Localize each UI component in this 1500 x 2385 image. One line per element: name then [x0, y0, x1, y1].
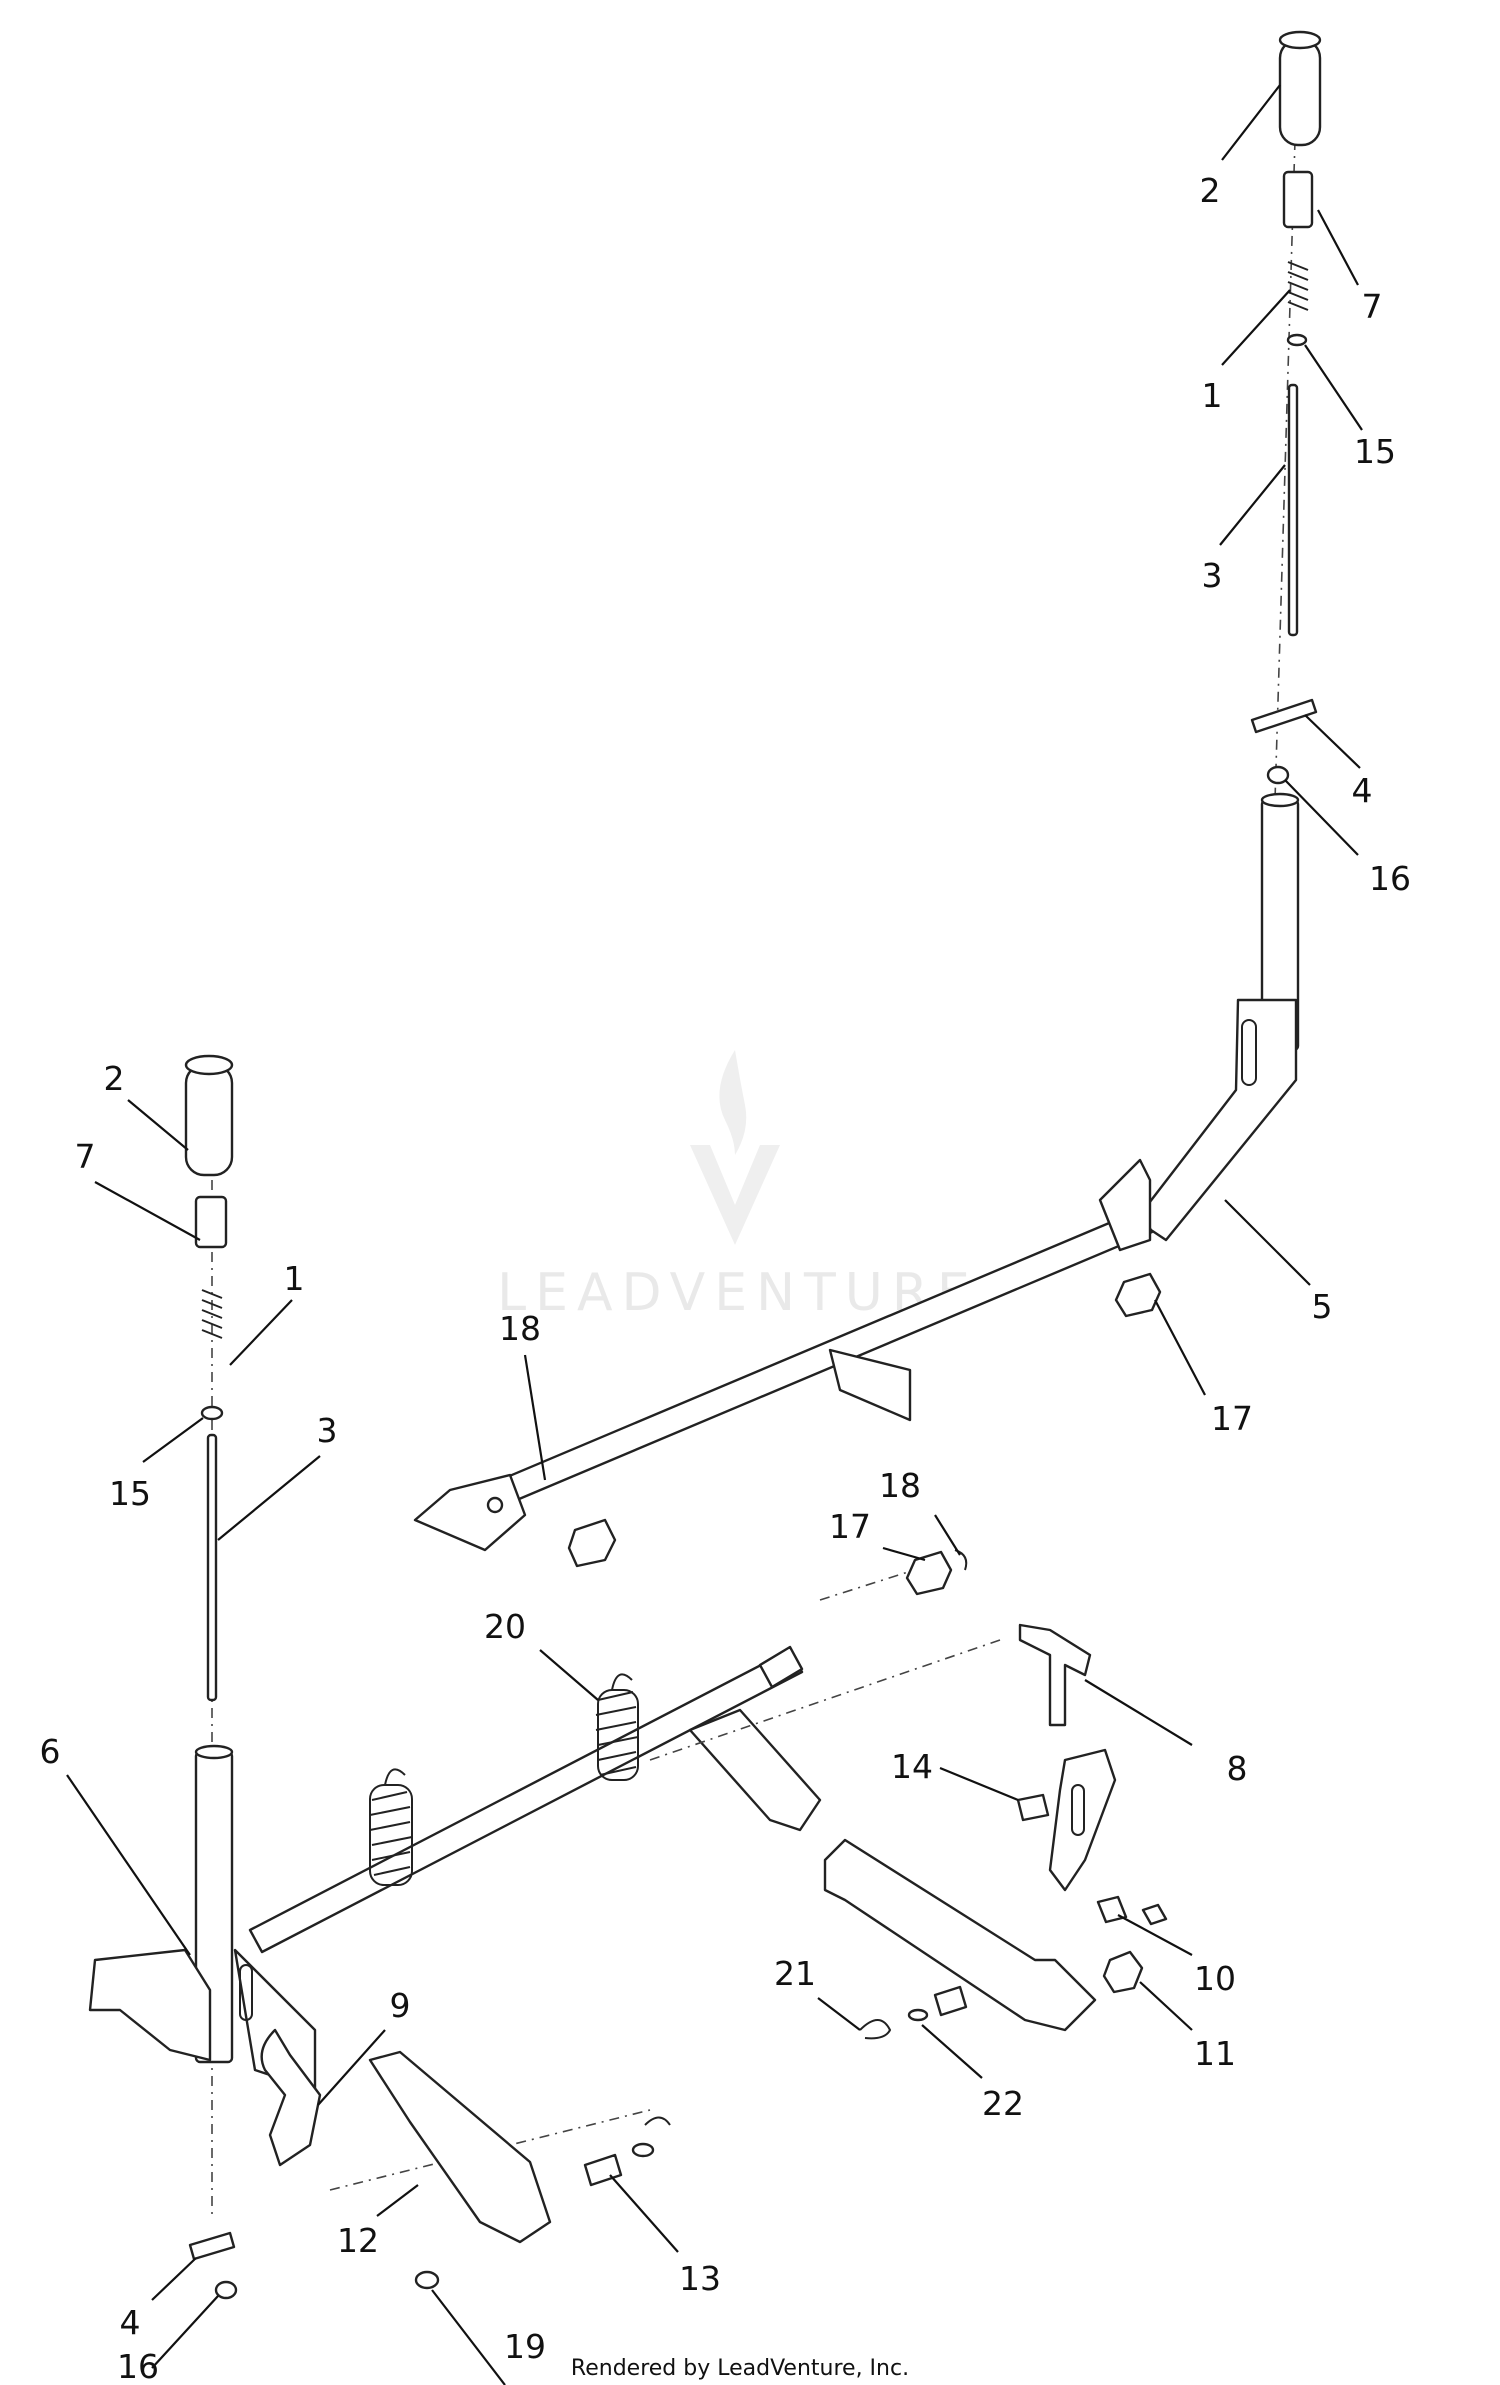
upper-bushing	[567, 1518, 617, 1568]
callout-7-right: 7	[1362, 287, 1383, 326]
callout-13: 13	[679, 2259, 721, 2298]
callout-4-right: 4	[1352, 771, 1373, 810]
left-washer	[200, 1405, 224, 1421]
left-insert	[194, 1195, 228, 1249]
shoulder-bolt-14	[1016, 1793, 1050, 1822]
linkage-right	[649, 1623, 1168, 2040]
callout-6: 6	[40, 1732, 61, 1771]
callout-15-left: 15	[109, 1474, 151, 1513]
callout-4-left: 4	[120, 2303, 141, 2342]
callout-11: 11	[1194, 2034, 1236, 2073]
callout-10: 10	[1194, 1959, 1236, 1998]
callout-3-left: 3	[317, 1411, 338, 1450]
footer-credit: Rendered by LeadVenture, Inc.	[571, 2356, 909, 2381]
left-spring	[201, 1289, 223, 1339]
right-grip	[1278, 30, 1322, 147]
right-nut	[1266, 765, 1290, 785]
left-nut	[214, 2280, 238, 2300]
callout-20: 20	[484, 1607, 526, 1646]
bellcrank	[1048, 1748, 1117, 1892]
watermark-text: LEADVENTURE	[497, 1263, 979, 1323]
crank-9	[260, 2028, 322, 2167]
callout-8: 8	[1227, 1749, 1248, 1788]
linkage-left	[260, 2028, 671, 2290]
control-arm-12	[368, 2050, 552, 2244]
nut-19	[414, 2270, 440, 2290]
callout-16-left: 16	[117, 2347, 159, 2385]
lower-clip	[954, 1549, 968, 1571]
callout-16-right: 16	[1369, 859, 1411, 898]
control-arm	[823, 1838, 1097, 2032]
washer-13	[631, 2142, 655, 2158]
callout-21: 21	[774, 1954, 816, 1993]
callout-17-lower: 17	[829, 1507, 871, 1546]
callout-2-left: 2	[104, 1059, 125, 1098]
hairpin-21	[859, 2019, 892, 2040]
left-pin	[188, 2231, 236, 2261]
washer-22	[907, 2008, 929, 2022]
callout-1-left: 1	[284, 1259, 305, 1298]
callout-22: 22	[982, 2084, 1024, 2123]
callout-7-left: 7	[75, 1137, 96, 1176]
nut-upper	[1141, 1903, 1168, 1926]
callout-2-right: 2	[1200, 171, 1221, 210]
locknut-11	[1102, 1950, 1144, 1994]
right-lever-assembly	[413, 30, 1322, 1568]
leader-lines	[66, 84, 1363, 2385]
callout-9: 9	[390, 1986, 411, 2025]
right-insert	[1282, 170, 1314, 229]
callout-15-right: 15	[1354, 432, 1396, 471]
callout-19: 19	[504, 2327, 546, 2366]
right-pin	[1250, 698, 1318, 734]
callout-12: 12	[337, 2221, 379, 2260]
callout-labels: 2 7 1 15 3 4 16 5 17 18 2 7 1 15 3 18 17…	[40, 171, 1412, 2385]
lower-shaft-assembly	[248, 1549, 968, 1954]
left-rod	[206, 1433, 218, 1702]
right-lever	[1134, 792, 1300, 1242]
link-rod-8	[1018, 1623, 1092, 1727]
callout-5: 5	[1312, 1287, 1333, 1326]
spring-lower	[369, 1768, 413, 1886]
left-lever-assembly	[88, 1054, 317, 2300]
left-lever	[88, 1744, 317, 2092]
callout-14: 14	[891, 1747, 933, 1786]
hairpin-left	[644, 2116, 671, 2126]
right-rod	[1287, 383, 1299, 637]
callout-3-right: 3	[1202, 556, 1223, 595]
right-bushing	[1114, 1272, 1162, 1318]
callout-1-right: 1	[1202, 376, 1223, 415]
callout-17-upper: 17	[1211, 1399, 1253, 1438]
lower-bushing	[905, 1550, 953, 1596]
leadventure-watermark: LEADVENTURE	[497, 1050, 979, 1323]
pin-small	[933, 1985, 968, 2017]
left-grip	[184, 1054, 234, 1177]
callout-18-upper: 18	[499, 1309, 541, 1348]
callout-18-lower: 18	[879, 1466, 921, 1505]
right-washer	[1286, 333, 1308, 347]
upper-shaft	[413, 1158, 1154, 1552]
right-spring	[1287, 261, 1309, 311]
spring-20	[595, 1673, 639, 1781]
